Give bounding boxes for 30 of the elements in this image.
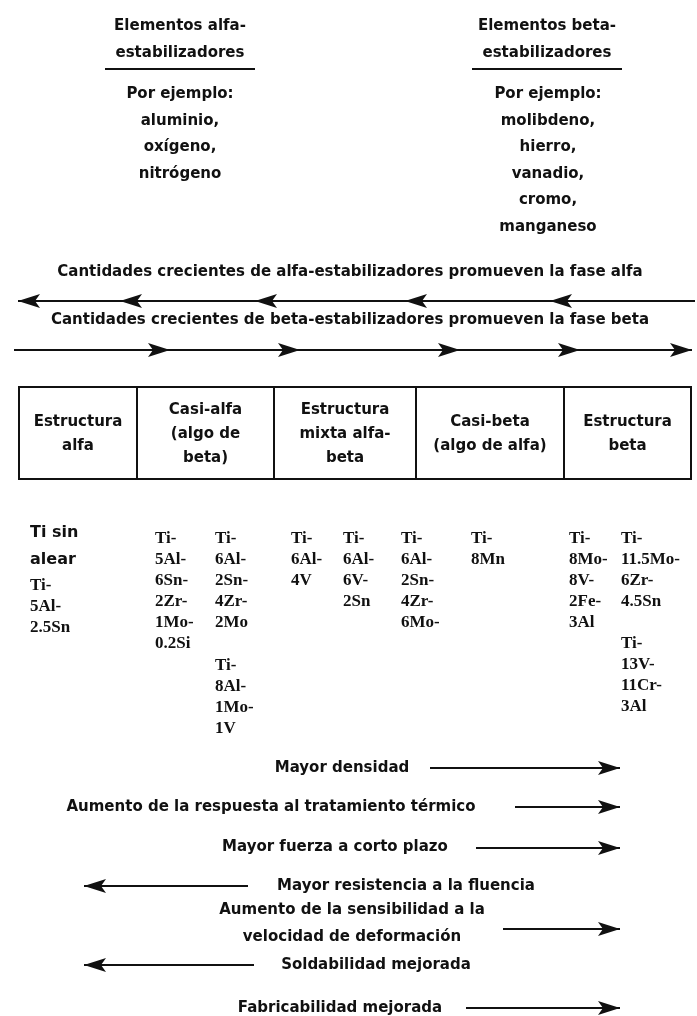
structure-cell: Estructura beta [563,386,692,480]
structure-cell: Estructura alfa [18,386,138,480]
heading: Elementos beta-estabilizadores [476,15,618,63]
alloy-name: Ti-8Al-1Mo-1V [215,654,254,738]
structure-cell: Casi-beta (algo de alfa) [415,386,565,480]
property-label: Aumento de la sensibilidad a la velocidad de deformación [218,899,486,947]
alloy-name: Ti-8Mo-8V-2Fe-3Al [569,527,608,632]
property-label: Mayor densidad [273,757,411,778]
alloy-name: Ti-6Al-4V [291,527,323,590]
alloy-name: Ti-6Al-2Sn-4Zr-6Mo- [401,527,440,632]
structure-cell: Casi-alfa (algo de beta) [136,386,275,480]
property-label: Mayor fuerza a corto plazo [221,836,449,857]
alloy-name: Ti-11.5Mo-6Zr-4.5Sn [621,527,681,611]
alloy-name: Ti sin alear [30,521,80,570]
property-label: Fabricabilidad mejorada [236,997,444,1016]
structure-cell: Estructura mixta alfa-beta [273,386,417,480]
property-label: Mayor resistencia a la fluencia [276,875,536,896]
property-label: Soldabilidad mejorada [280,954,472,975]
arrow-caption: Cantidades crecientes de alfa-estabilizadores promueven la fase alfa [56,261,644,282]
example-list: Por ejemplo: molibdeno, hierro, vanadio, cromo, manganeso [458,80,638,239]
alloy-name: Ti-6Al-6V-2Sn [343,527,375,611]
arrow-caption: Cantidades crecientes de beta-estabilizadores promueven la fase beta [49,309,651,330]
alloy-name: Ti-8Mn [471,527,505,569]
alloy-name: Ti-13V-11Cr-3Al [621,632,662,716]
heading: Elementos alfa-estabilizadores [113,15,247,63]
alloy-name: Ti-6Al-2Sn-4Zr-2Mo [215,527,249,632]
property-label: Aumento de la respuesta al tratamiento térmico [65,796,477,817]
example-list: Por ejemplo: aluminio, oxígeno, nitrógeno [90,80,270,186]
alloy-name: Ti-5Al-2.5Sn [30,574,71,637]
alloy-name: Ti-5Al-6Sn-2Zr-1Mo-0.2Si [155,527,194,653]
